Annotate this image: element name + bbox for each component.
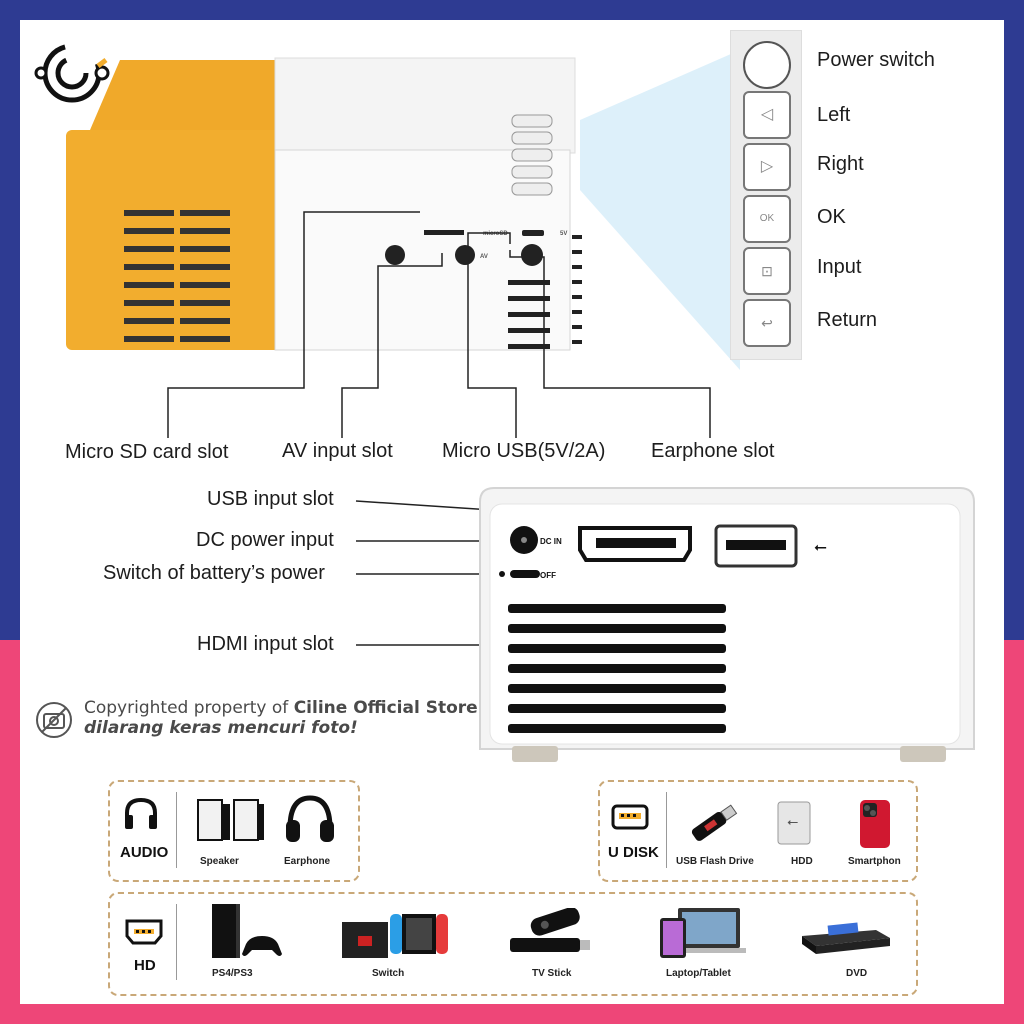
left-label: Left <box>817 104 851 126</box>
return-label: Return <box>817 309 878 331</box>
dc-power-label: DC power input <box>196 529 334 551</box>
audio-label: AUDIO <box>120 844 169 861</box>
input-icon: ⊡ <box>761 263 773 279</box>
watermark-line-2: dilarang keras mencuri foto! <box>84 718 358 738</box>
hd-divider <box>176 904 177 980</box>
usb-flash-drive-icon <box>691 804 738 841</box>
hdmi-port-icon <box>125 919 163 945</box>
speaker-icon <box>197 799 264 841</box>
input-button: ⊡ <box>743 247 791 295</box>
ok-button: OK <box>743 195 791 243</box>
brand-logo-icon <box>34 43 110 103</box>
ok-icon: OK <box>759 213 775 224</box>
smartphone-icon <box>860 800 890 848</box>
hd-label: HD <box>134 957 156 974</box>
udisk-divider <box>666 792 667 868</box>
ok-label: OK <box>817 206 846 228</box>
micro-sd-print: microSD <box>483 231 508 237</box>
micro-sd-label: Micro SD card slot <box>65 441 229 463</box>
off-print: OFF <box>540 571 556 580</box>
left-triangle-icon: ◁ <box>760 106 774 123</box>
no-photo-icon <box>36 702 72 738</box>
hdd-caption: HDD <box>791 856 813 867</box>
usb-port-icon <box>611 804 649 830</box>
button-panel: ◁ ▷ OK ⊡ ↩ <box>730 30 802 360</box>
left-button: ◁ <box>743 91 791 139</box>
audio-divider <box>176 792 177 868</box>
usb-input-label: USB input slot <box>207 488 334 510</box>
audio-compat-box <box>108 780 360 882</box>
av-input-label: AV input slot <box>282 440 393 462</box>
dvd-caption: DVD <box>846 968 868 979</box>
ps4-caption: PS4/PS3 <box>212 968 253 979</box>
tv-stick-caption: TV Stick <box>532 968 572 979</box>
svg-text:⭠: ⭠ <box>787 814 798 830</box>
right-triangle-icon: ▷ <box>760 158 774 175</box>
right-label: Right <box>817 153 864 175</box>
usb-flash-drive-caption: USB Flash Drive <box>676 856 754 867</box>
product-canvas: microSD 5V AV ◁ ▷ OK ⊡ ↩ Power switch Le… <box>20 20 1004 1004</box>
micro-usb-label: Micro USB(5V/2A) <box>442 440 606 462</box>
power-button <box>743 41 791 89</box>
svg-text:⭠: ⭠ <box>814 537 827 556</box>
earphone-caption: Earphone <box>284 856 331 867</box>
battery-switch-label: Switch of battery’s power <box>103 562 325 584</box>
switch-console-icon <box>342 914 448 958</box>
return-icon: ↩ <box>761 315 773 331</box>
switch-caption: Switch <box>372 968 405 979</box>
laptop-tablet-caption: Laptop/Tablet <box>666 968 731 979</box>
tv-stick-icon <box>510 908 590 952</box>
input-label: Input <box>817 256 862 278</box>
right-button: ▷ <box>743 143 791 191</box>
audio-icon <box>123 797 159 831</box>
dvd-player-icon <box>802 922 890 954</box>
ps4-console-icon <box>212 904 282 958</box>
hd-compat-box <box>108 892 918 996</box>
av-print: AV <box>480 254 488 260</box>
projector-illustration: microSD 5V AV <box>66 50 740 370</box>
watermark-store: Ciline Official Store <box>293 698 478 718</box>
speaker-caption: Speaker <box>200 856 239 867</box>
dc-in-print: DC IN <box>540 537 562 546</box>
back-panel-illustration: ⭠ DC IN OFF <box>479 487 975 762</box>
laptop-tablet-icon <box>660 908 746 958</box>
power-switch-label: Power switch <box>817 49 935 71</box>
earphone-label: Earphone slot <box>651 440 775 462</box>
watermark-line-1: Copyrighted property of Ciline Official … <box>84 698 478 718</box>
smartphone-caption: Smartphon <box>848 856 901 867</box>
udisk-label: U DISK <box>608 844 659 861</box>
hdmi-input-label: HDMI input slot <box>197 633 334 655</box>
return-button: ↩ <box>743 299 791 347</box>
hdd-icon: ⭠ <box>777 801 811 845</box>
earphone-icon <box>286 795 334 842</box>
udisk-compat-box <box>598 780 918 882</box>
watermark-prefix: Copyrighted property of <box>84 698 294 718</box>
dc-5v-print: 5V <box>560 231 567 237</box>
